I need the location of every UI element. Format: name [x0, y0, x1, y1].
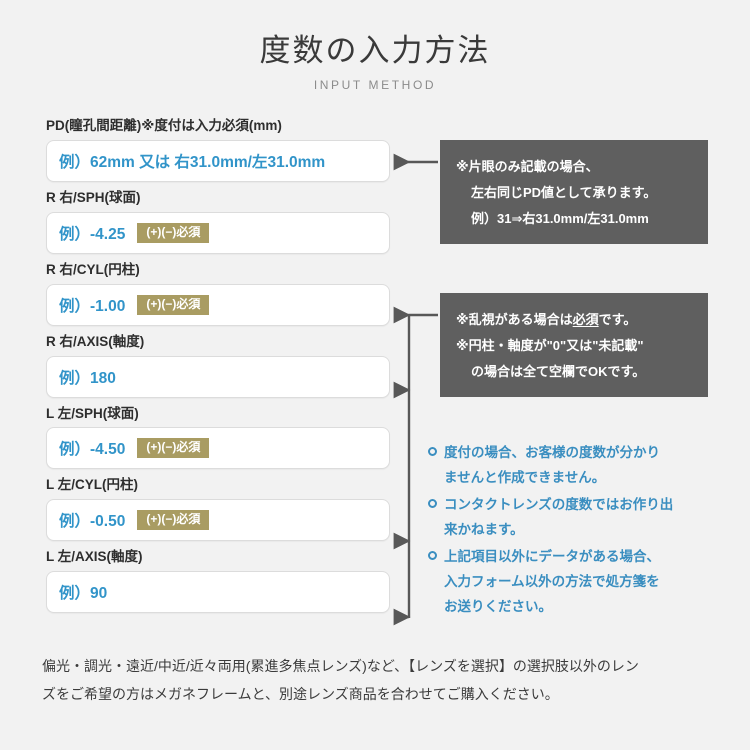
field-label-r-axis: R 右/AXIS(軸度) — [46, 333, 145, 349]
footer-note: 偏光・調光・遠近/中近/近々両用(累進多焦点レンズ)など、【レンズを選択】の選択… — [42, 652, 710, 708]
required-badge-r-sph: (+)(−)必須 — [137, 222, 210, 243]
input-r-sph-placeholder: 例）-4.25 — [59, 225, 126, 243]
note-cyl-line1-pre: ※乱視がある場合は — [456, 312, 573, 327]
input-pd[interactable]: 例）62mm 又は 右31.0mm/左31.0mm — [46, 139, 390, 182]
note-pd-line1: ※片眼のみ記載の場合、 — [456, 159, 599, 174]
field-label-r-cyl: R 右/CYL(円柱) — [46, 261, 140, 277]
bullet-3-line2: 入力フォーム以外の方法で処方箋を — [444, 574, 660, 589]
note-cyl-line1-post: です。 — [598, 312, 637, 327]
field-pd: PD(瞳孔間距離)※度付は入力必須(mm) 例）62mm 又は 右31.0mm/… — [46, 118, 390, 182]
field-l-cyl: L 左/CYL(円柱) 例）-0.50 (+)(−)必須 — [46, 477, 390, 542]
note-pd-line2: 左右同じPD値として承ります。 — [471, 185, 657, 200]
field-r-axis: R 右/AXIS(軸度) 例）180 — [46, 334, 390, 398]
list-item-text: 度付の場合、お客様の度数が分かり ませんと作成できません。 — [444, 440, 660, 490]
page-title: 度数の入力方法 — [259, 33, 491, 68]
field-r-cyl: R 右/CYL(円柱) 例）-1.00 (+)(−)必須 — [46, 262, 390, 326]
input-pd-placeholder: 例）62mm 又は 右31.0mm/左31.0mm — [59, 153, 326, 171]
bullet-2-line2: 来かねます。 — [444, 522, 524, 537]
list-item: 度付の場合、お客様の度数が分かり ませんと作成できません。 — [428, 440, 728, 490]
field-label-l-sph: L 左/SPH(球面) — [46, 405, 139, 421]
input-l-cyl[interactable]: 例）-0.50 (+)(−)必須 — [46, 499, 390, 542]
field-label-pd: PD(瞳孔間距離)※度付は入力必須(mm) — [46, 118, 282, 133]
circle-bullet-icon — [428, 499, 437, 508]
circle-bullet-icon — [428, 551, 437, 560]
input-l-sph-placeholder: 例）-4.50 — [59, 441, 126, 459]
field-l-axis: L 左/AXIS(軸度) 例）90 — [46, 549, 390, 614]
note-cyl-line1-underline: 必須 — [572, 312, 599, 327]
field-label-l-axis: L 左/AXIS(軸度) — [46, 549, 143, 565]
bullet-3-line3: お送りください。 — [444, 599, 552, 614]
required-badge-l-cyl: (+)(−)必須 — [137, 510, 210, 531]
page-header: 度数の入力方法 INPUT METHOD — [0, 33, 750, 93]
note-box-pd: ※片眼のみ記載の場合、 左右同じPD値として承ります。 例）31⇒右31.0mm… — [440, 140, 708, 244]
input-r-cyl-placeholder: 例）-1.00 — [59, 297, 126, 315]
input-r-axis-placeholder: 例）180 — [59, 369, 116, 387]
field-r-sph: R 右/SPH(球面) 例）-4.25 (+)(−)必須 — [46, 190, 390, 254]
footer-line-1: 偏光・調光・遠近/中近/近々両用(累進多焦点レンズ)など、【レンズを選択】の選択… — [42, 658, 639, 674]
field-l-sph: L 左/SPH(球面) 例）-4.50 (+)(−)必須 — [46, 406, 390, 470]
input-l-axis[interactable]: 例）90 — [46, 571, 390, 614]
note-box-cyl-axis: ※乱視がある場合は必須です。 ※円柱・軸度が"0"又は"未記載" の場合は全て空… — [440, 293, 708, 397]
note-cyl-line2: ※円柱・軸度が"0"又は"未記載" — [456, 338, 644, 353]
input-r-sph[interactable]: 例）-4.25 (+)(−)必須 — [46, 211, 390, 254]
input-l-sph[interactable]: 例）-4.50 (+)(−)必須 — [46, 427, 390, 470]
list-item: コンタクトレンズの度数ではお作り出 来かねます。 — [428, 492, 728, 542]
bullet-1-line2: ませんと作成できません。 — [444, 470, 606, 485]
note-pd-line3: 例）31⇒右31.0mm/左31.0mm — [471, 211, 649, 226]
list-item-text: コンタクトレンズの度数ではお作り出 来かねます。 — [444, 492, 673, 542]
input-l-axis-placeholder: 例）90 — [59, 585, 108, 603]
required-badge-r-cyl: (+)(−)必須 — [137, 294, 210, 315]
bullet-3-line1: 上記項目以外にデータがある場合、 — [444, 549, 660, 564]
bullet-1-line1: 度付の場合、お客様の度数が分かり — [444, 445, 660, 460]
notice-bullet-list: 度付の場合、お客様の度数が分かり ませんと作成できません。 コンタクトレンズの度… — [428, 440, 728, 621]
list-item-text: 上記項目以外にデータがある場合、 入力フォーム以外の方法で処方箋を お送りくださ… — [444, 544, 660, 619]
required-badge-l-sph: (+)(−)必須 — [137, 438, 210, 459]
circle-bullet-icon — [428, 447, 437, 456]
footer-line-2: ズをご希望の方はメガネフレームと、別途レンズ商品を合わせてご購入ください。 — [42, 686, 559, 702]
bullet-2-line1: コンタクトレンズの度数ではお作り出 — [444, 497, 674, 512]
list-item: 上記項目以外にデータがある場合、 入力フォーム以外の方法で処方箋を お送りくださ… — [428, 544, 728, 619]
note-cyl-line1: ※乱視がある場合は必須です。 — [456, 307, 708, 333]
field-label-l-cyl: L 左/CYL(円柱) — [46, 477, 138, 493]
input-r-cyl[interactable]: 例）-1.00 (+)(−)必須 — [46, 283, 390, 326]
field-label-r-sph: R 右/SPH(球面) — [46, 189, 141, 205]
page-subtitle: INPUT METHOD — [313, 78, 437, 93]
input-r-axis[interactable]: 例）180 — [46, 355, 390, 398]
note-cyl-line3: の場合は全て空欄でOKです。 — [471, 364, 646, 379]
input-l-cyl-placeholder: 例）-0.50 — [59, 513, 126, 531]
prescription-form: PD(瞳孔間距離)※度付は入力必須(mm) 例）62mm 又は 右31.0mm/… — [46, 118, 390, 621]
